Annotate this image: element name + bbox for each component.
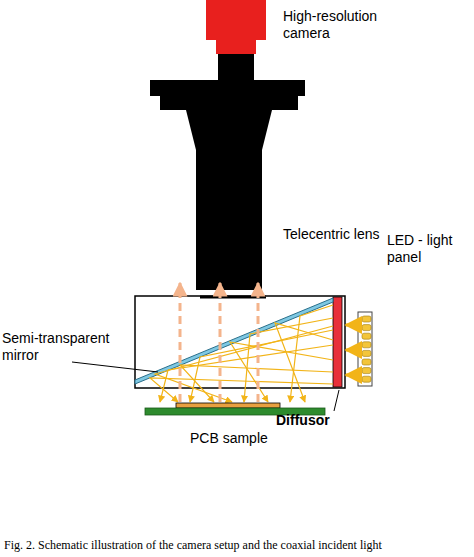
leader-line — [334, 390, 339, 411]
led-panel — [358, 312, 372, 386]
reflected-light-arrows — [180, 283, 258, 402]
light-rays — [150, 305, 333, 402]
pcb-label: PCB sample — [190, 430, 268, 447]
led — [362, 350, 371, 356]
led — [362, 316, 371, 322]
led — [362, 359, 371, 365]
diffusor-label: Diffusor — [276, 412, 330, 429]
led-light-arrows — [346, 325, 356, 375]
lens-label: Telecentric lens — [283, 226, 380, 243]
camera — [206, 0, 266, 54]
solder-pad — [176, 403, 280, 408]
camera-label: High-resolution camera — [283, 8, 403, 42]
led-panel-label: LED - light panel — [387, 232, 471, 266]
led — [362, 368, 371, 374]
mirror-label: Semi-transparent mirror — [2, 330, 130, 364]
led — [362, 333, 371, 339]
leader-line — [72, 362, 158, 372]
led — [362, 325, 371, 331]
figure-caption: Fig. 2. Schematic illustration of the ca… — [4, 538, 382, 553]
diffuser — [333, 297, 342, 387]
led — [362, 342, 371, 348]
led — [362, 376, 371, 382]
telecentric-lens — [150, 54, 305, 290]
aperture — [200, 296, 266, 299]
